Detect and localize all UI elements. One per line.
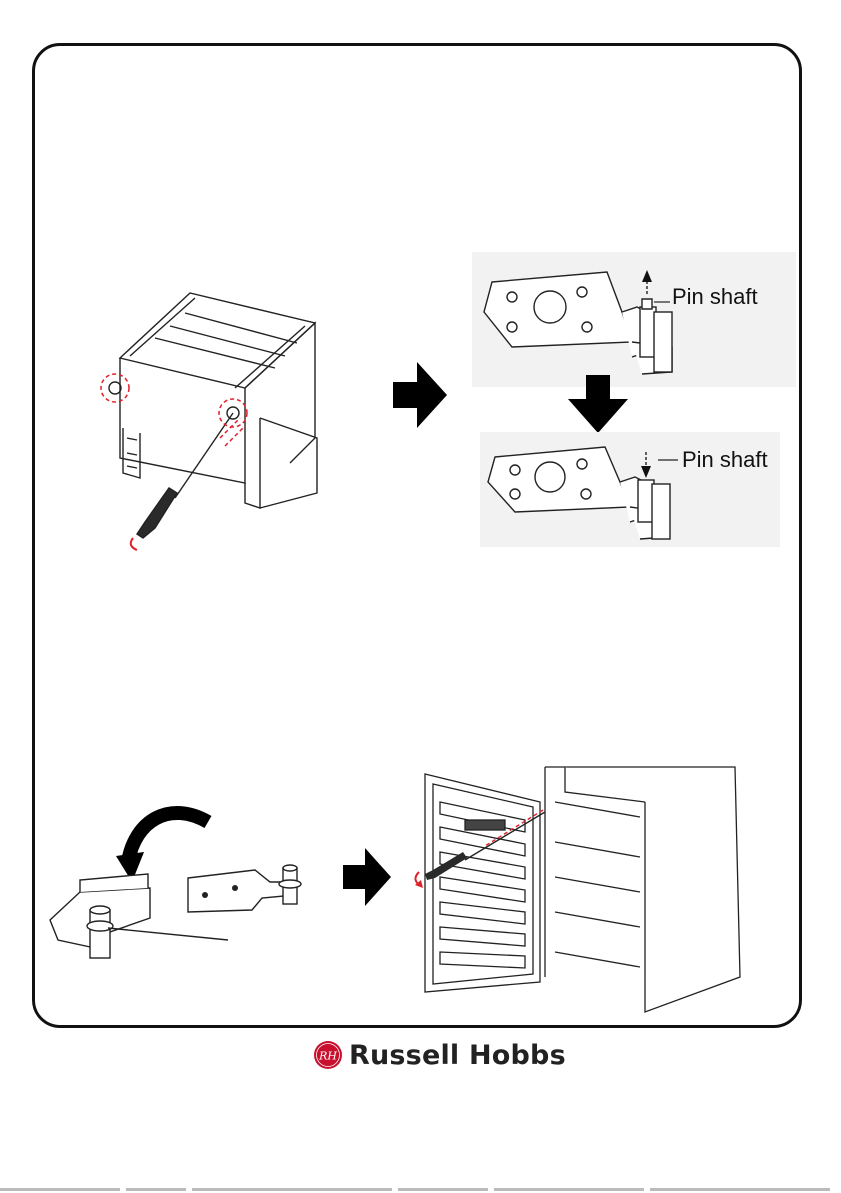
pin-shaft-label-lower: Pin shaft <box>682 447 768 473</box>
right-arrow-icon <box>393 362 447 428</box>
hinge-pin-raised-illustration <box>472 252 796 387</box>
footer-rule <box>0 1188 841 1193</box>
right-arrow-icon <box>343 848 391 906</box>
brand-name: Russell Hobbs <box>349 1040 566 1071</box>
brand-logo: RH Russell Hobbs <box>313 1037 566 1073</box>
down-arrow-icon <box>568 375 628 433</box>
monogram-text: RH <box>318 1050 337 1063</box>
hinge-swap-illustration <box>40 800 330 970</box>
hinge-removal-illustration <box>85 288 325 568</box>
russell-hobbs-monogram-icon: RH <box>313 1040 343 1070</box>
pin-shaft-label-upper: Pin shaft <box>672 284 758 310</box>
refrigerator-door-reinstall-illustration <box>405 762 745 1017</box>
